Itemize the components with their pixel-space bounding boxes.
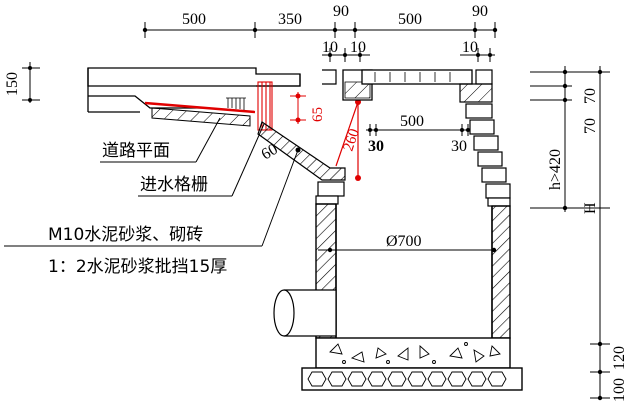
dim-10-a: 10 — [322, 39, 338, 56]
dim-500-left: 500 — [182, 11, 206, 28]
dim-260-bottom-point — [355, 175, 361, 181]
gravel-cells — [307, 371, 507, 387]
dim-120: 120 — [611, 346, 628, 370]
label-road-plane: 道路平面 — [102, 141, 170, 161]
dim-260: 260 — [341, 127, 363, 153]
leader-dot — [295, 147, 301, 153]
label-plaster: 1：2水泥砂浆批挡15厚 — [48, 257, 227, 277]
dim-100: 100 — [611, 378, 628, 402]
dim-350: 350 — [278, 11, 302, 28]
dim-260-line — [335, 101, 359, 167]
top-cover-slab — [361, 69, 473, 85]
top-dimension-ticks — [142, 27, 498, 57]
dim-70-b: 70 — [582, 118, 599, 134]
label-inlet-grate: 进水格栅 — [140, 175, 208, 195]
dim-500-right: 500 — [398, 11, 422, 28]
left-wall-cap — [315, 181, 345, 205]
right-dimension-ticks — [562, 69, 603, 401]
road-base-hatch — [151, 107, 251, 127]
dim-65-marker — [290, 92, 306, 124]
dim-30-left: 30 — [368, 138, 384, 155]
dim-90-left: 90 — [333, 3, 349, 20]
right-dimension-line — [530, 66, 610, 400]
road-slab — [87, 67, 301, 113]
cover-slab-ribs — [374, 72, 451, 82]
base-vertical-hatch — [226, 97, 246, 110]
dim-90-right: 90 — [472, 3, 488, 20]
dim-h-min: h>420 — [547, 149, 564, 190]
label-mortar-brick: M10水泥砂浆、砌砖 — [48, 225, 203, 245]
dim-H: H — [582, 202, 599, 214]
leader-lines — [4, 117, 299, 247]
dim-30-right: 30 — [451, 138, 467, 155]
angle-60: 60 — [259, 141, 281, 164]
dim-150: 150 — [4, 72, 21, 96]
outlet-pipe — [273, 289, 337, 337]
gravel-base — [301, 367, 523, 391]
diameter-label: Ø700 — [386, 233, 422, 250]
dim-65: 65 — [310, 107, 326, 122]
concrete-base — [315, 337, 511, 369]
top-dimension-line — [144, 22, 496, 62]
curb-top — [256, 69, 337, 87]
concrete-base-aggregate — [329, 342, 501, 364]
dim-70-a: 70 — [582, 88, 599, 104]
road-surface-slope — [144, 101, 256, 114]
dim-10-b: 10 — [350, 39, 366, 56]
inlet-channel-slope — [257, 121, 346, 181]
dim-10-c: 10 — [462, 39, 478, 56]
right-brick-stack — [459, 69, 511, 207]
inlet-grate-bars — [257, 81, 273, 131]
right-wall — [491, 205, 511, 339]
dim-500-grate: 500 — [400, 113, 424, 130]
